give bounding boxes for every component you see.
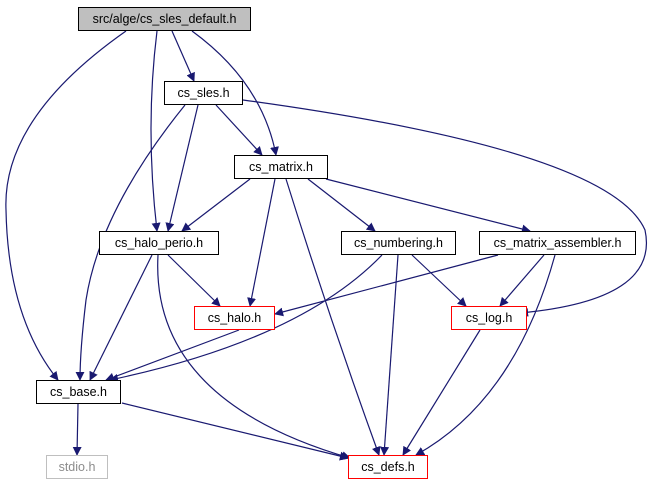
edge-cs-matrix-assembler-to-cs-defs <box>415 254 556 456</box>
edge-cs-halo-perio-to-cs-halo <box>167 254 221 307</box>
edge-cs-halo-perio-to-cs-defs <box>157 254 351 461</box>
edge-cs-base-to-cs-defs <box>121 402 349 461</box>
node-label: cs_matrix_assembler.h <box>493 235 622 250</box>
edge-cs-sles-to-cs-matrix <box>215 104 263 156</box>
node-label: cs_base.h <box>50 384 107 399</box>
node-cs-matrix-assembler-h[interactable]: cs_matrix_assembler.h <box>479 231 636 255</box>
node-cs-sles-h[interactable]: cs_sles.h <box>164 81 243 105</box>
edge-cs-matrix-to-cs-halo <box>247 178 276 307</box>
edge-cs-matrix-to-cs-numbering <box>307 178 376 232</box>
edge-cs-numbering-to-cs-log <box>411 254 467 307</box>
edge-cs-base-to-stdio <box>72 403 82 456</box>
node-label: cs_sles.h <box>177 85 230 100</box>
node-label: src/alge/cs_sles_default.h <box>92 11 237 26</box>
node-cs-log-h[interactable]: cs_log.h <box>451 306 527 330</box>
node-cs-numbering-h[interactable]: cs_numbering.h <box>341 231 456 255</box>
node-cs-halo-perio-h[interactable]: cs_halo_perio.h <box>99 231 219 255</box>
edge-cs-sles-to-cs-base <box>75 104 186 381</box>
node-cs-base-h[interactable]: cs_base.h <box>36 380 121 404</box>
edge-cs-matrix-to-cs-matrix-assembler <box>325 178 531 234</box>
node-label: cs_halo.h <box>207 310 262 325</box>
node-cs-matrix-h[interactable]: cs_matrix.h <box>234 155 328 179</box>
edge-root-to-cs-sles <box>171 30 195 82</box>
node-label: cs_defs.h <box>361 459 415 474</box>
edge-root-to-cs-halo-perio <box>150 30 161 232</box>
node-label: cs_numbering.h <box>354 235 443 250</box>
edge-cs-sles-to-cs-log <box>242 99 647 317</box>
node-label: stdio.h <box>58 459 96 474</box>
node-label: cs_matrix.h <box>249 159 313 174</box>
edge-root-to-cs-base <box>5 30 127 381</box>
edge-cs-matrix-assembler-to-cs-halo <box>274 254 499 317</box>
edge-cs-log-to-cs-defs <box>402 329 481 456</box>
edge-cs-numbering-to-cs-defs <box>380 254 399 456</box>
edge-root-to-cs-matrix <box>191 30 279 156</box>
edge-cs-matrix-to-cs-halo-perio <box>181 178 251 232</box>
node-label: cs_halo_perio.h <box>114 235 204 250</box>
node-stdio-h: stdio.h <box>46 455 108 479</box>
node-label: cs_log.h <box>465 310 513 325</box>
edge-cs-sles-to-cs-halo-perio <box>165 104 199 232</box>
node-cs-halo-h[interactable]: cs_halo.h <box>194 306 275 330</box>
edge-cs-matrix-to-cs-defs <box>285 178 381 456</box>
node-cs-defs-h[interactable]: cs_defs.h <box>348 455 428 479</box>
node-cs-sles-default-h[interactable]: src/alge/cs_sles_default.h <box>78 7 251 31</box>
edge-cs-matrix-assembler-to-cs-log <box>499 254 545 307</box>
edge-cs-halo-perio-to-cs-base <box>89 254 153 381</box>
edge-cs-halo-to-cs-base <box>105 329 240 382</box>
